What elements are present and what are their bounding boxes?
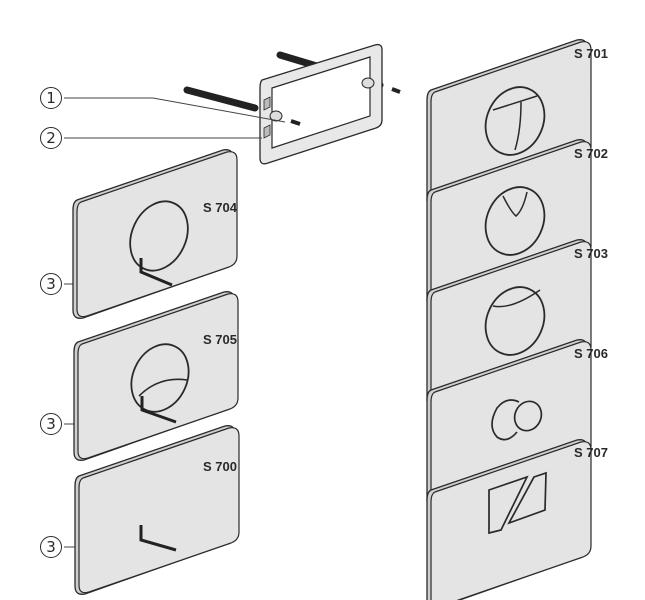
model-label-s705: S 705 — [203, 332, 237, 347]
screw-back — [391, 87, 401, 94]
button-split-line — [138, 378, 188, 397]
hex-key-icon — [140, 396, 177, 424]
plate-s702 — [426, 139, 592, 309]
hex-key-icon — [139, 525, 177, 552]
model-label-s704: S 704 — [203, 200, 237, 215]
model-label-s707: S 707 — [574, 445, 608, 460]
screw-front — [290, 119, 301, 126]
callout-2: 2 — [40, 127, 62, 149]
model-label-s700: S 700 — [203, 459, 237, 474]
model-label-s706: S 706 — [574, 346, 608, 361]
model-label-s702: S 702 — [574, 146, 608, 161]
model-label-s701: S 701 — [574, 46, 608, 61]
plate-s703 — [426, 239, 592, 409]
callout-3: 3 — [40, 273, 62, 295]
plate-s704 — [72, 149, 238, 319]
model-label-s703: S 703 — [574, 246, 608, 261]
mounting-frame — [183, 43, 401, 165]
threaded-rod-front — [183, 86, 259, 112]
hex-key-icon — [139, 258, 173, 287]
callout-3: 3 — [40, 413, 62, 435]
button-single-circle-icon — [129, 200, 189, 272]
plate-s707 — [426, 439, 592, 600]
callout-1: 1 — [40, 87, 62, 109]
callout-3: 3 — [40, 536, 62, 558]
plate-s701 — [426, 39, 592, 209]
plate-s706 — [426, 339, 592, 509]
